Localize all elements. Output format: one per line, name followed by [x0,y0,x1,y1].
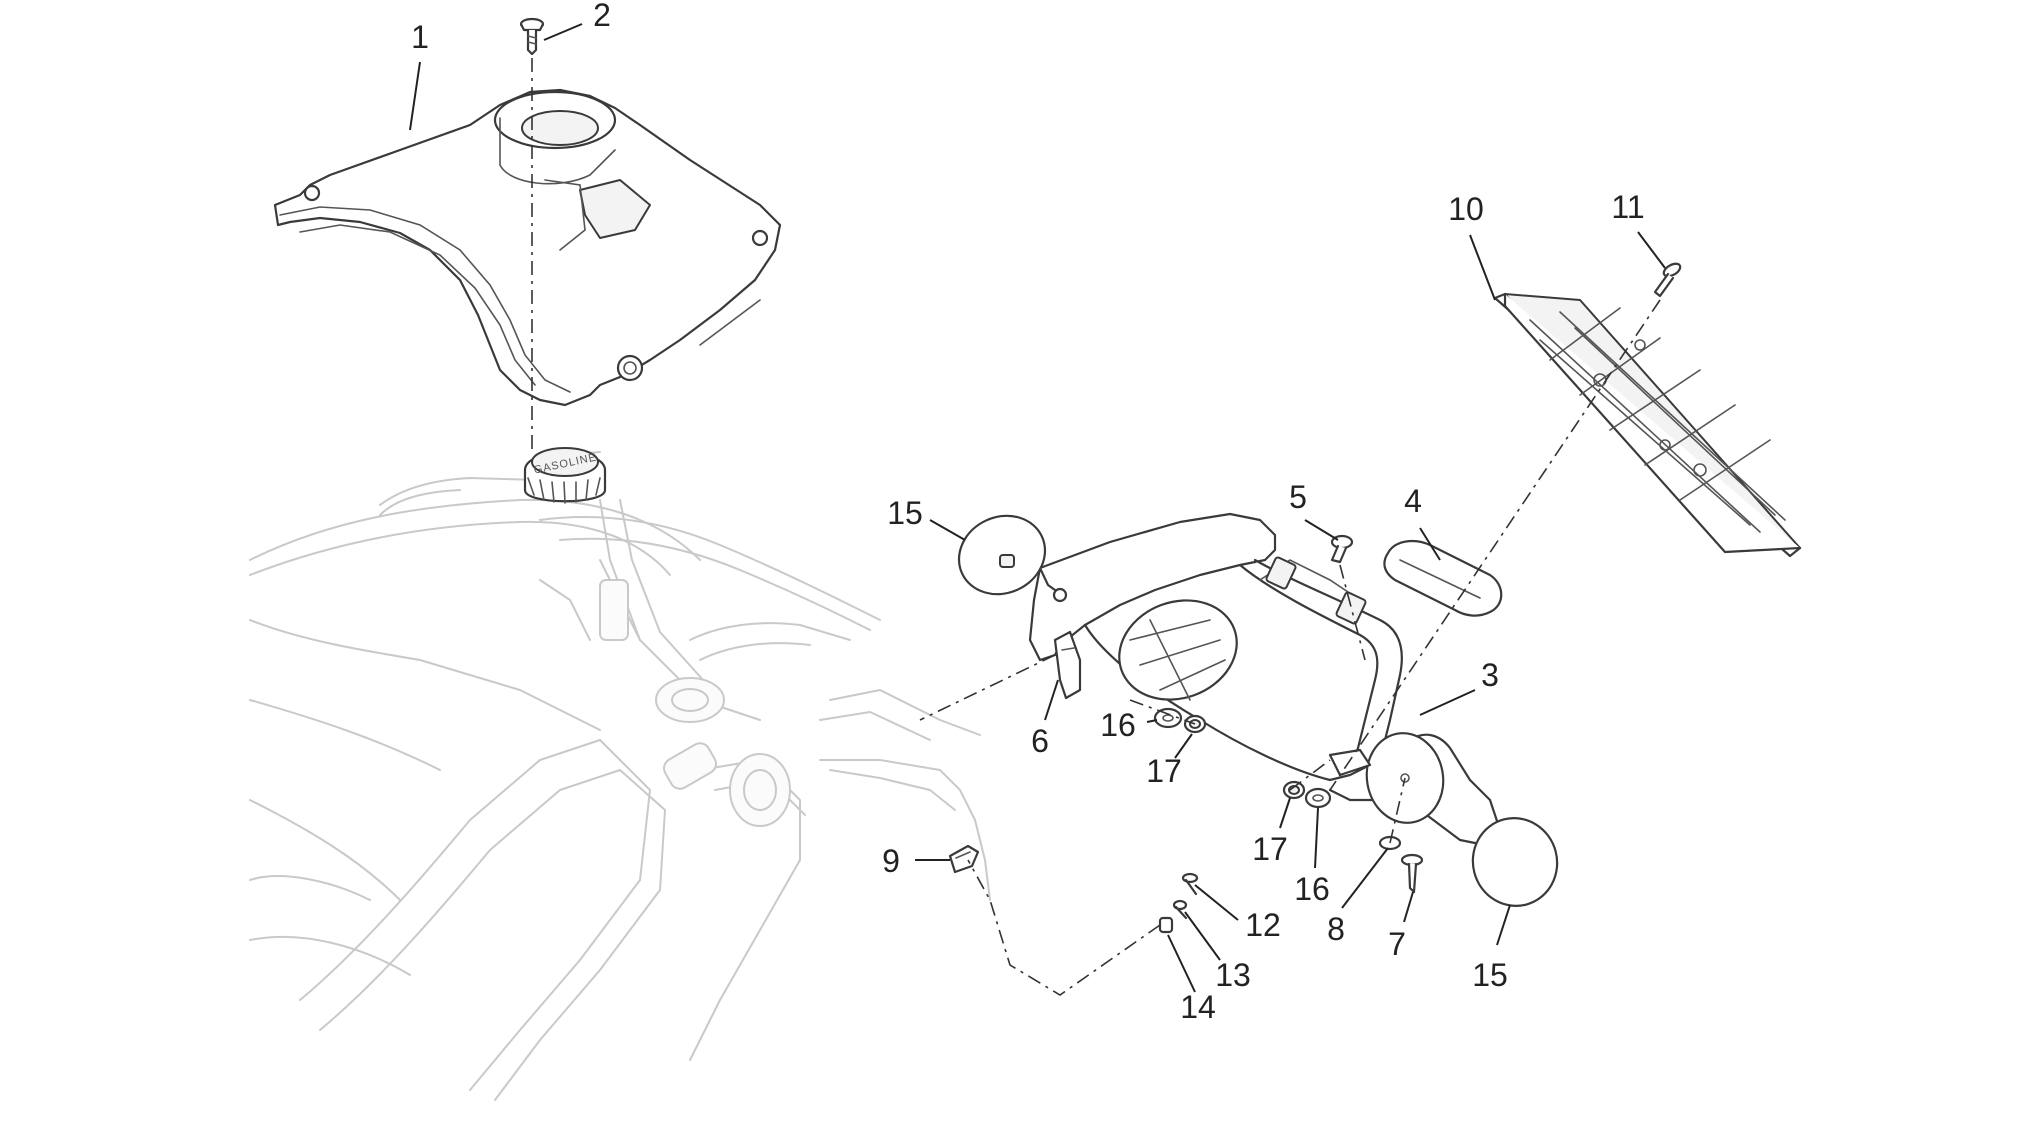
part-5-bolt [1330,534,1354,564]
part-15-reflector-disc-left [957,514,1047,596]
callout-15-left: 15 [887,495,923,531]
part-10-plate-holder [1493,292,1802,558]
callout-16-lower: 16 [1294,871,1330,907]
callout-17-lower: 17 [1252,831,1288,867]
callout-14: 14 [1180,989,1216,1025]
part-3-mudguard-bracket [1028,512,1502,847]
part-2-screw [519,17,545,56]
callout-12: 12 [1245,907,1281,943]
callout-6: 6 [1031,723,1049,759]
part-15-reflector-disc-right [1471,817,1559,907]
part-11-screw [1653,262,1682,298]
callout-11: 11 [1611,189,1644,225]
scooter-frame-outline [249,451,991,1101]
fuel-cap: GASOLINE [523,447,607,504]
callout-labels: 1 2 3 4 5 6 7 8 9 10 11 12 13 14 15 15 1… [411,0,1645,1025]
callout-13: 13 [1215,957,1251,993]
callout-1: 1 [411,19,429,55]
part-16-washer-upper [1153,707,1183,729]
part-13-fastener [1172,899,1188,920]
callout-16-upper: 16 [1100,707,1136,743]
part-16-washer-lower [1304,787,1332,809]
callout-5: 5 [1289,479,1307,515]
callout-leaders [409,23,1666,993]
part-4-reflector [1383,539,1503,617]
part-12-fastener [1181,872,1199,896]
assembly-axes [531,58,1661,996]
callout-15-right: 15 [1472,957,1508,993]
callout-3: 3 [1481,657,1499,693]
callout-17-upper: 17 [1146,753,1182,789]
part-9-clip [948,844,980,874]
part-1-upper-cover [273,88,782,407]
part-14-fastener [1158,916,1174,934]
callout-4: 4 [1404,483,1422,519]
part-17-nut-lower [1282,780,1306,800]
callout-7: 7 [1388,926,1406,962]
callout-9: 9 [882,843,900,879]
part-7-screw [1400,853,1424,894]
callout-10: 10 [1448,191,1484,227]
callout-8: 8 [1327,911,1345,947]
part-6-clip-nut [1053,630,1082,700]
callout-2: 2 [593,0,611,33]
